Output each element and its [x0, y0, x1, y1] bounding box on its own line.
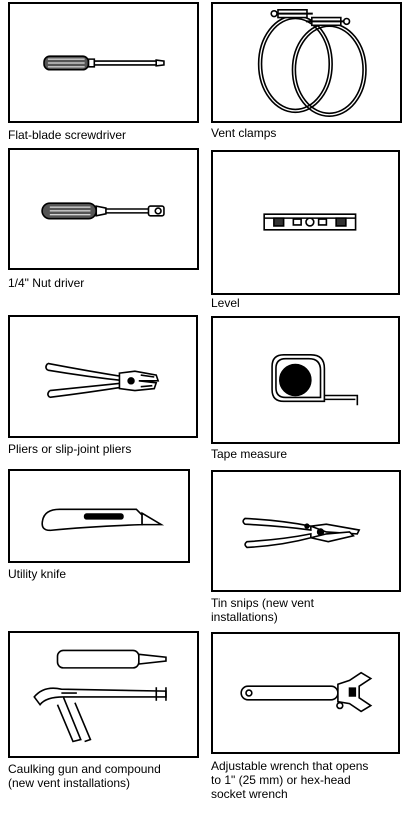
caption-line: 1/4" Nut driver: [8, 276, 85, 290]
caption-tin-snips: Tin snips (new vent installations): [211, 596, 314, 624]
caulking-gun-icon: [10, 633, 197, 756]
caption-nut-driver: 1/4" Nut driver: [8, 276, 84, 290]
utility-knife-box: [8, 469, 190, 563]
tape-measure-icon: [213, 318, 398, 442]
caption-line: Adjustable wrench that opens: [211, 759, 369, 773]
caption-vent-clamps: Vent clamps: [211, 126, 276, 140]
caulking-gun-box: [8, 631, 199, 758]
tape-measure-box: [211, 316, 400, 444]
caption-pliers: Pliers or slip-joint pliers: [8, 442, 131, 456]
vent-clamps-icon: [213, 4, 400, 121]
nut-driver-box: [8, 148, 199, 270]
screwdriver-box: [8, 2, 199, 123]
caption-screwdriver: Flat-blade screwdriver: [8, 128, 126, 142]
caption-caulking-gun: Caulking gun and compound (new vent inst…: [8, 762, 161, 790]
pliers-icon: [10, 317, 196, 436]
caption-line: Flat-blade screwdriver: [8, 128, 127, 142]
pliers-box: [8, 315, 198, 438]
caption-line: Utility knife: [8, 567, 67, 581]
caption-tape-measure: Tape measure: [211, 447, 287, 461]
adjustable-wrench-icon: [213, 634, 398, 752]
caption-utility-knife: Utility knife: [8, 567, 66, 581]
caption-adjustable-wrench: Adjustable wrench that opens to 1" (25 m…: [211, 759, 368, 801]
caption-line: Caulking gun and compound: [8, 762, 161, 776]
screwdriver-icon: [10, 4, 197, 121]
level-box: [211, 150, 400, 295]
caption-line: installations): [211, 610, 278, 624]
level-icon: [213, 152, 398, 293]
nut-driver-icon: [10, 150, 197, 268]
caption-line: Level: [211, 296, 240, 310]
caption-line: Vent clamps: [211, 126, 277, 140]
caption-line: Tin snips (new vent: [211, 596, 314, 610]
tin-snips-icon: [213, 472, 399, 590]
utility-knife-icon: [10, 471, 188, 561]
caption-line: to 1" (25 mm) or hex-head: [211, 773, 351, 787]
caption-level: Level: [211, 296, 240, 310]
adjustable-wrench-box: [211, 632, 400, 754]
vent-clamps-box: [211, 2, 402, 123]
caption-line: Pliers or slip-joint pliers: [8, 442, 132, 456]
caption-line: socket wrench: [211, 787, 288, 801]
tin-snips-box: [211, 470, 401, 592]
caption-line: (new vent installations): [8, 776, 131, 790]
caption-line: Tape measure: [211, 447, 288, 461]
